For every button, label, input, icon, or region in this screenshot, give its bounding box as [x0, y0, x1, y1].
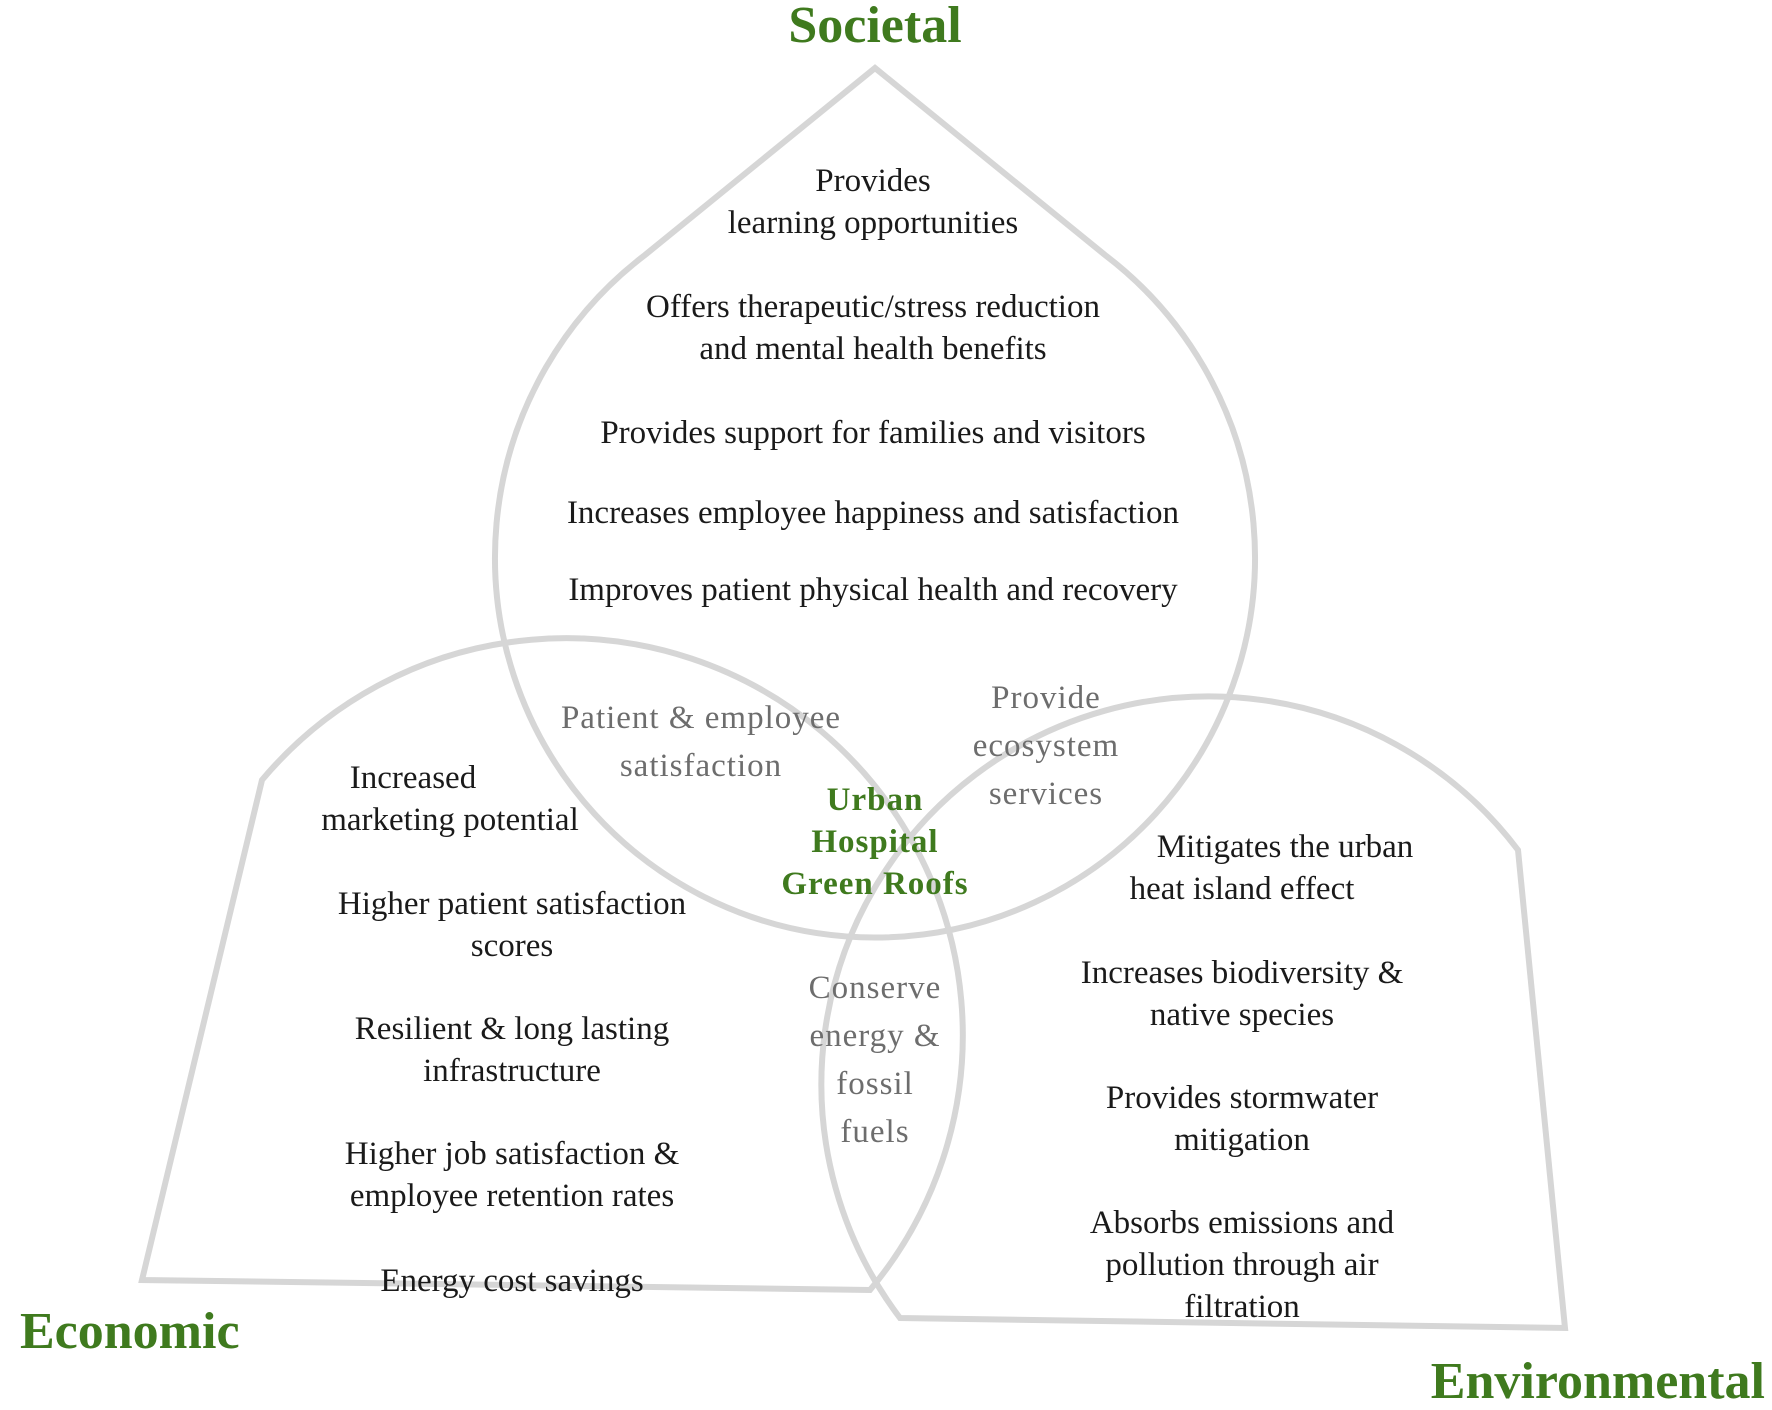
environmental-item: Absorbs emissions and — [1090, 1205, 1395, 1241]
economic-shape — [138, 635, 966, 1294]
societal-item: Increases employee happiness and satisfa… — [567, 495, 1179, 531]
overlap-economic-environmental: Conserve — [809, 970, 942, 1006]
economic-item: marketing potential — [321, 802, 579, 838]
societal-item: Provides support for families and visito… — [600, 415, 1145, 451]
environmental-item: Provides stormwater — [1106, 1080, 1378, 1116]
overlap-economic-environmental: fossil — [836, 1066, 914, 1102]
center-label: Urban — [827, 782, 924, 818]
societal-item: Provides — [815, 163, 931, 199]
environmental-item: pollution through air — [1105, 1247, 1378, 1283]
economic-item: Higher job satisfaction & — [345, 1136, 680, 1172]
economic-item: Resilient & long lasting — [355, 1011, 669, 1047]
environmental-item: mitigation — [1174, 1122, 1310, 1158]
societal-item: Improves patient physical health and rec… — [568, 572, 1178, 608]
overlap-societal-environmental: Provide — [991, 680, 1101, 716]
overlap-societal-economic: satisfaction — [620, 748, 782, 784]
environmental-item: Mitigates the urban — [1157, 829, 1414, 865]
economic-item: scores — [471, 928, 553, 964]
center-label: Hospital — [811, 824, 938, 860]
societal-item: and mental health benefits — [699, 331, 1046, 367]
societal-shape — [492, 64, 1258, 941]
overlap-economic-environmental: energy & — [809, 1018, 940, 1054]
environmental-item: heat island effect — [1130, 871, 1355, 907]
environmental-shape — [818, 693, 1569, 1332]
overlap-societal-environmental: services — [989, 776, 1103, 812]
overlap-societal-economic: Patient & employee — [561, 700, 841, 736]
environmental-item: Increases biodiversity & — [1081, 955, 1404, 991]
economic-item: Higher patient satisfaction — [338, 886, 686, 922]
title-environmental: Environmental — [1431, 1353, 1765, 1410]
economic-item: Increased — [350, 760, 477, 796]
title-economic: Economic — [20, 1303, 240, 1360]
center-label: Green Roofs — [781, 866, 968, 902]
economic-item: Energy cost savings — [380, 1263, 643, 1299]
overlap-societal-environmental: ecosystem — [973, 728, 1119, 764]
economic-item: infrastructure — [423, 1053, 601, 1089]
economic-item: employee retention rates — [350, 1178, 674, 1214]
societal-item: Offers therapeutic/stress reduction — [646, 289, 1100, 325]
environmental-item: native species — [1150, 997, 1334, 1033]
societal-item: learning opportunities — [728, 205, 1019, 241]
environmental-item: filtration — [1184, 1289, 1299, 1325]
overlap-economic-environmental: fuels — [840, 1114, 909, 1150]
title-societal: Societal — [788, 0, 961, 54]
